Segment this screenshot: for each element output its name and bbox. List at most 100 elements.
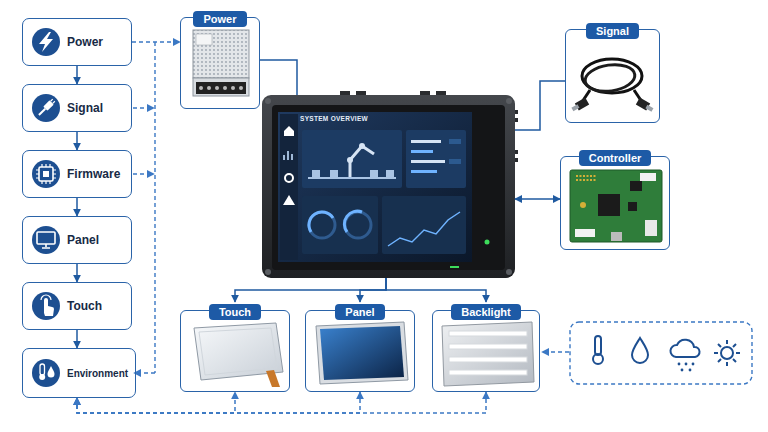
hmi-monitor-part [506, 269, 512, 275]
hmi-monitor-part [284, 126, 294, 136]
power-supply-part [207, 86, 211, 90]
hmi-monitor-part [450, 266, 459, 268]
box-frame [560, 156, 670, 250]
power-supply-part [193, 78, 249, 96]
connector [360, 278, 386, 302]
box-frame [565, 29, 660, 123]
power-supply-part [199, 86, 203, 90]
controller-board-part [611, 232, 622, 241]
step-icons-part [32, 94, 60, 122]
hmi-monitor-part [515, 150, 518, 154]
step-label: Power [67, 35, 103, 49]
environment-icons-part [681, 369, 684, 372]
signal-cable-part [645, 105, 653, 112]
step-label: Firmware [67, 167, 120, 181]
box-frame [305, 310, 415, 392]
step-icons-part [37, 98, 56, 117]
component-box: Backlight [432, 302, 540, 392]
step-icons-part [43, 171, 49, 177]
lcd-panel [316, 322, 408, 384]
step-box: Panel [22, 216, 132, 264]
lcd-panel-part [320, 326, 404, 380]
controller-board [570, 170, 662, 242]
hmi-monitor-part [350, 146, 374, 177]
environment-icons-part [632, 338, 648, 363]
hmi-monitor-part [485, 240, 490, 245]
environment-icons-part [689, 369, 692, 372]
environment-icons-part [595, 336, 601, 355]
hmi-monitor-part [411, 170, 437, 173]
hmi-monitor-part [411, 160, 445, 163]
connector [77, 392, 360, 413]
component-box: Signal [565, 21, 660, 123]
power-supply-part [193, 30, 249, 78]
hmi-monitor-part [515, 158, 518, 162]
hmi-monitor-part [347, 157, 353, 163]
step-icons-part-part [39, 109, 45, 115]
hmi-monitor-part [285, 174, 293, 182]
hmi-monitor-part [420, 91, 430, 95]
environment-icons-part [692, 363, 695, 366]
controller-board-part [570, 170, 662, 242]
controller-board-part [580, 202, 586, 208]
component-tab: Power [193, 11, 246, 27]
signal-cable [571, 59, 653, 112]
hmi-monitor-part [388, 212, 460, 246]
screen-title: SYSTEM OVERVIEW [300, 116, 515, 123]
hmi-monitor-part [265, 98, 271, 104]
lcd-panel-part [316, 322, 408, 384]
step-icons-part [40, 364, 45, 375]
component-tab: Backlight [451, 304, 521, 320]
hmi-monitor-part [345, 212, 371, 238]
step-icons-part [32, 359, 60, 387]
tab-holder: Touch [180, 302, 290, 320]
power-supply-part [196, 82, 246, 94]
backlight-unit-part [449, 370, 527, 375]
step-label: Panel [67, 233, 99, 247]
controller-board-part [575, 229, 595, 237]
environment-icons-part [670, 340, 699, 357]
step-icons-part [32, 160, 60, 188]
connector [260, 60, 297, 95]
controller-board-part [645, 220, 657, 236]
step-icons-part [32, 292, 60, 320]
hmi-monitor-part [515, 118, 518, 122]
hmi-monitor-part [309, 212, 333, 232]
component-box: Power [180, 9, 260, 109]
power-supply-part [196, 34, 212, 45]
component-tab: Signal [586, 23, 639, 39]
environment-icons-part [593, 354, 603, 364]
component-tab: Controller [579, 150, 652, 166]
component-box: Touch [180, 302, 290, 392]
component-box: Controller [560, 148, 670, 250]
hmi-monitor-part [382, 196, 466, 254]
connector [76, 66, 78, 84]
signal-cable-part [583, 62, 636, 95]
hmi-monitor-part [312, 170, 320, 177]
step-label: Signal [67, 101, 103, 115]
hmi-monitor-part [308, 177, 396, 179]
connector [515, 81, 565, 130]
connector [235, 278, 386, 302]
hmi-monitor-part [449, 159, 461, 164]
hmi-monitor-part [344, 211, 362, 232]
hmi-monitor-part [302, 130, 402, 188]
hmi-monitor-part [359, 143, 365, 149]
hmi-monitor-part [356, 91, 366, 95]
step-icons-part [37, 232, 55, 244]
connector [77, 392, 486, 413]
component-tab: Touch [209, 304, 261, 320]
hmi-monitor-part [386, 170, 394, 177]
backlight-unit-part [442, 322, 534, 386]
tab-holder: Backlight [432, 302, 540, 320]
backlight-unit-part [449, 331, 527, 336]
connector [76, 132, 78, 150]
connector [132, 41, 180, 43]
component-tab: Panel [335, 304, 384, 320]
dashed-bus-part [133, 107, 154, 108]
step-box: Touch [22, 282, 132, 330]
controller-board-part [640, 173, 656, 181]
hmi-monitor-part [370, 170, 378, 177]
